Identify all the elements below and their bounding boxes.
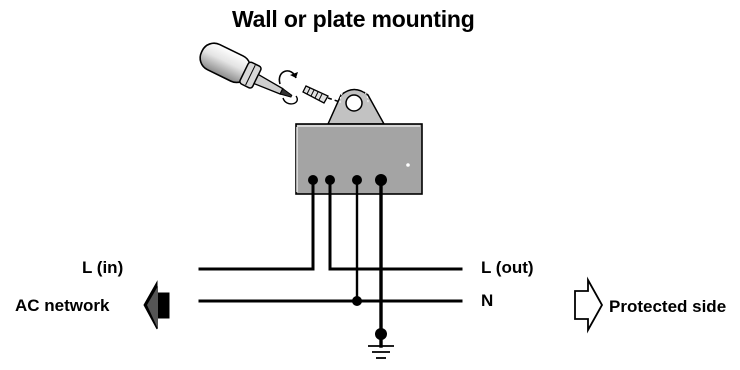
ground-icon (368, 345, 394, 359)
label-line-in: L (in) (82, 258, 124, 277)
wire-line-in (198, 178, 315, 271)
label-neutral: N (481, 291, 494, 310)
label-protected-side: Protected side (609, 297, 727, 316)
wire-line-out (328, 178, 463, 271)
screw-icon (302, 85, 341, 104)
neutral-junction (352, 296, 362, 306)
surge-protector-icon (295, 123, 423, 195)
label-ac-network: AC network (15, 296, 110, 315)
right-arrow-icon (574, 276, 604, 334)
screwdriver-icon (199, 42, 298, 105)
earth-junction (375, 328, 387, 340)
left-arrow-icon (143, 280, 170, 330)
diagram-title: Wall or plate mounting (232, 6, 475, 32)
wiring (198, 178, 463, 348)
mounting-bracket-icon (326, 87, 386, 125)
label-line-out: L (out) (481, 258, 534, 277)
